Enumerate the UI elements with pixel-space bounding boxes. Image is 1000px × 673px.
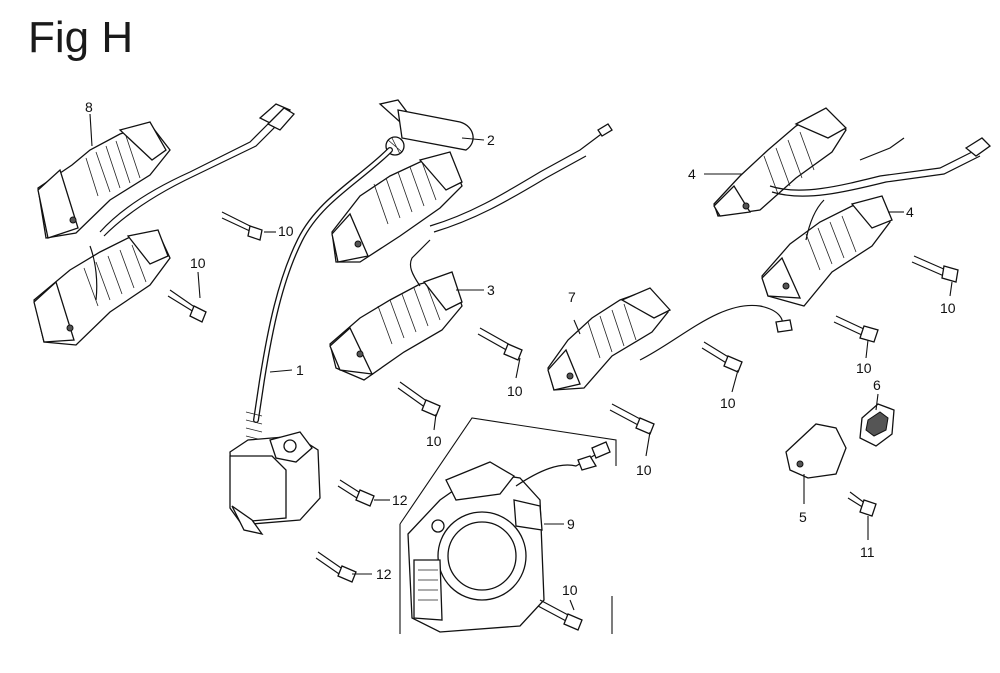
bolt-12-a[interactable] xyxy=(337,479,375,507)
part-9-stator[interactable] xyxy=(399,417,617,634)
callout-10-a: 10 xyxy=(278,223,294,239)
callout-9: 9 xyxy=(567,516,575,532)
bolt-10-b[interactable] xyxy=(167,289,207,323)
bolt-10-d[interactable] xyxy=(397,381,441,417)
callout-12-a: 12 xyxy=(392,492,408,508)
part-8-wires xyxy=(89,103,296,301)
part-2-plug-cap[interactable] xyxy=(378,99,474,156)
callout-6: 6 xyxy=(873,377,881,393)
leader-lines xyxy=(89,113,953,611)
callout-10-f: 10 xyxy=(636,462,652,478)
bolt-10-g[interactable] xyxy=(911,255,959,283)
callout-1: 1 xyxy=(296,362,304,378)
callout-4-lower: 4 xyxy=(906,204,914,220)
bolt-10-h[interactable] xyxy=(833,315,879,343)
callout-10-h: 10 xyxy=(856,360,872,376)
bolt-12-b[interactable] xyxy=(315,551,357,583)
bolt-10-f[interactable] xyxy=(609,403,655,435)
part-1-ignition-coil[interactable] xyxy=(229,147,393,536)
bolt-10-e[interactable] xyxy=(701,341,743,373)
callout-7: 7 xyxy=(568,289,576,305)
part-8-coil-lower[interactable] xyxy=(33,229,171,346)
callout-5: 5 xyxy=(799,509,807,525)
coil-center-top[interactable] xyxy=(331,123,613,263)
part-3-coil[interactable] xyxy=(329,239,463,381)
callout-10-g: 10 xyxy=(940,300,956,316)
callout-labels: 8 2 4 4 10 10 3 7 1 10 10 10 10 10 10 6 … xyxy=(85,99,956,598)
bolt-11[interactable] xyxy=(847,491,877,517)
bolt-10-a[interactable] xyxy=(221,211,263,241)
part-4-coil-lower[interactable] xyxy=(761,195,893,307)
callout-3: 3 xyxy=(487,282,495,298)
callout-10-e: 10 xyxy=(720,395,736,411)
bolt-10-i[interactable] xyxy=(537,599,583,631)
callout-12-b: 12 xyxy=(376,566,392,582)
part-7-coil[interactable] xyxy=(547,287,793,391)
part-4-coil-upper[interactable] xyxy=(713,107,992,217)
callout-2: 2 xyxy=(487,132,495,148)
figure-title: Fig H xyxy=(28,13,134,62)
part-6-grommet[interactable] xyxy=(859,403,895,447)
callout-10-i: 10 xyxy=(562,582,578,598)
part-5-bracket[interactable] xyxy=(785,423,847,479)
callout-11: 11 xyxy=(860,544,875,560)
callout-4-upper: 4 xyxy=(688,166,696,182)
callout-10-d: 10 xyxy=(426,433,442,449)
callout-10-c: 10 xyxy=(507,383,523,399)
bolt-10-c[interactable] xyxy=(477,327,523,361)
callout-8: 8 xyxy=(85,99,93,115)
part-8-coil-upper[interactable] xyxy=(37,121,171,239)
callout-10-b: 10 xyxy=(190,255,206,271)
